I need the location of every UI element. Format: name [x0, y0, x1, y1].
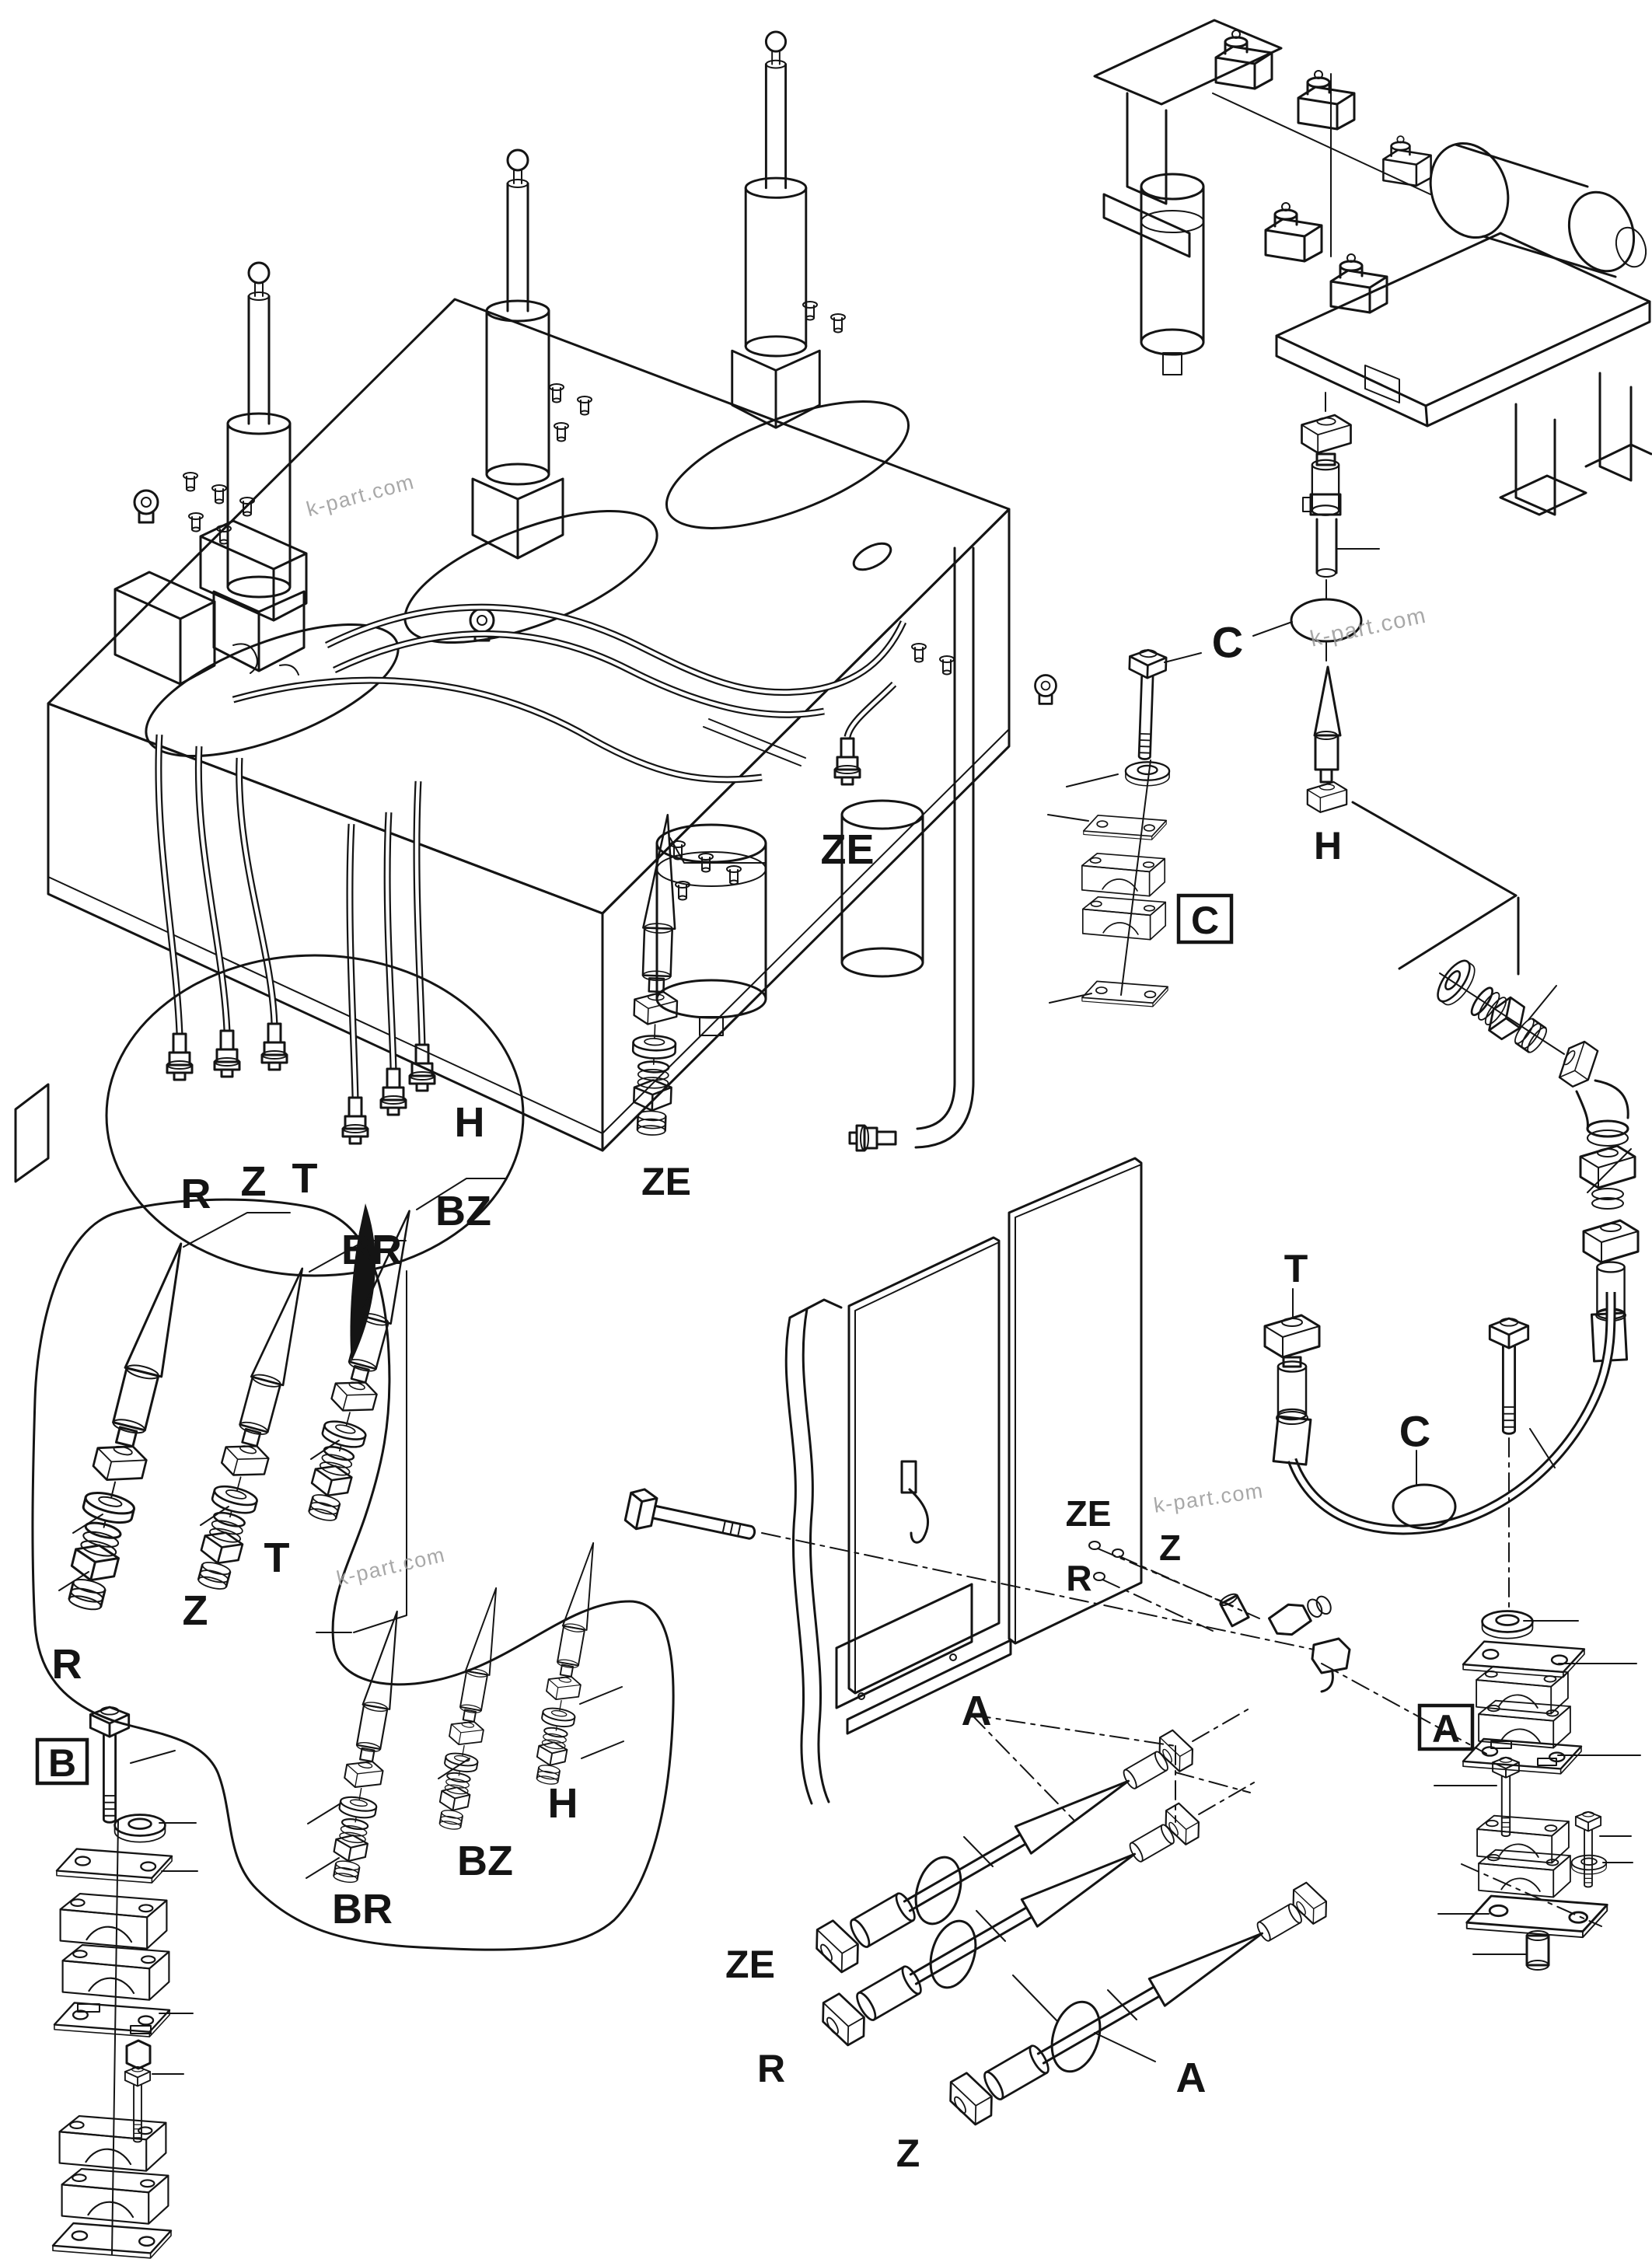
clamp-assembly-b-art — [51, 1706, 198, 2259]
part-label-BZ: BZ — [435, 1188, 491, 1234]
corner-and-hose-c-art — [1263, 801, 1640, 1530]
callout-swoosh — [350, 1203, 375, 1362]
watermark-2: k-part.com — [334, 1543, 448, 1590]
part-label-ZE: ZE — [725, 1943, 775, 1986]
boxed-label-A: A — [1432, 1707, 1460, 1751]
cylinder-tower-3 — [731, 30, 821, 429]
part-label-T: T — [1284, 1247, 1308, 1290]
part-label-H: H — [548, 1780, 578, 1827]
part-label-H: H — [455, 1099, 485, 1146]
part-label-R: R — [52, 1641, 82, 1688]
part-label-ZE: ZE — [1066, 1493, 1112, 1534]
part-label-H: H — [1314, 824, 1342, 868]
part-label-Z: Z — [896, 2132, 920, 2175]
boxed-label-frame-A — [1417, 1703, 1475, 1751]
part-label-T: T — [292, 1155, 318, 1202]
part-label-Z: Z — [241, 1158, 267, 1205]
part-label-C: C — [1212, 618, 1243, 667]
part-label-BR: BR — [332, 1886, 393, 1933]
part-label-ZE: ZE — [641, 1160, 691, 1203]
hose-bundle-art — [105, 735, 525, 1362]
part-label-R: R — [181, 1171, 211, 1217]
boxed-label-B: B — [48, 1741, 76, 1785]
hydraulic-tank-unit-art — [14, 30, 1057, 1183]
part-label-R: R — [757, 2047, 785, 2090]
clamp-position-marker-c2 — [1392, 1483, 1457, 1530]
part-label-R: R — [1066, 1558, 1091, 1598]
bottom-hoses-art — [807, 1706, 1334, 2131]
part-label-ZE: ZE — [820, 826, 874, 873]
clamp-assembly-a-art — [1434, 1317, 1641, 1971]
watermark-3: k-part.com — [1152, 1479, 1265, 1517]
boxed-label-C: C — [1191, 899, 1219, 942]
part-label-A: A — [1176, 2055, 1207, 2101]
part-label-Z: Z — [183, 1587, 208, 1634]
valve-manifold-assembly-art — [1093, 19, 1652, 516]
clamp-assembly-c-art — [1047, 648, 1202, 1007]
part-label-BZ: BZ — [457, 1838, 513, 1884]
part-label-Z: Z — [1159, 1528, 1181, 1568]
part-label-C: C — [1399, 1407, 1430, 1456]
ze-fitting-stack-art — [630, 814, 767, 1136]
hose-h-chain-art — [1252, 392, 1380, 813]
boxed-label-frame-B — [35, 1737, 89, 1786]
fitting-detail-blob-art — [31, 1178, 675, 1951]
cylinder-tower-1 — [212, 261, 306, 672]
part-label-BR: BR — [341, 1227, 402, 1273]
door-panels-art — [623, 1157, 1487, 1805]
watermark-0: k-part.com — [304, 470, 417, 521]
part-label-A: A — [962, 1688, 992, 1734]
panel-bolt-art — [623, 1488, 756, 1540]
part-label-T: T — [264, 1535, 290, 1581]
ze-hose-end-art — [703, 684, 894, 786]
watermark-1: k-part.com — [1308, 603, 1428, 652]
detail-callout-ellipse — [105, 954, 525, 1277]
cylinder-tower-2 — [471, 148, 564, 560]
boxed-label-frame-C — [1176, 893, 1234, 944]
